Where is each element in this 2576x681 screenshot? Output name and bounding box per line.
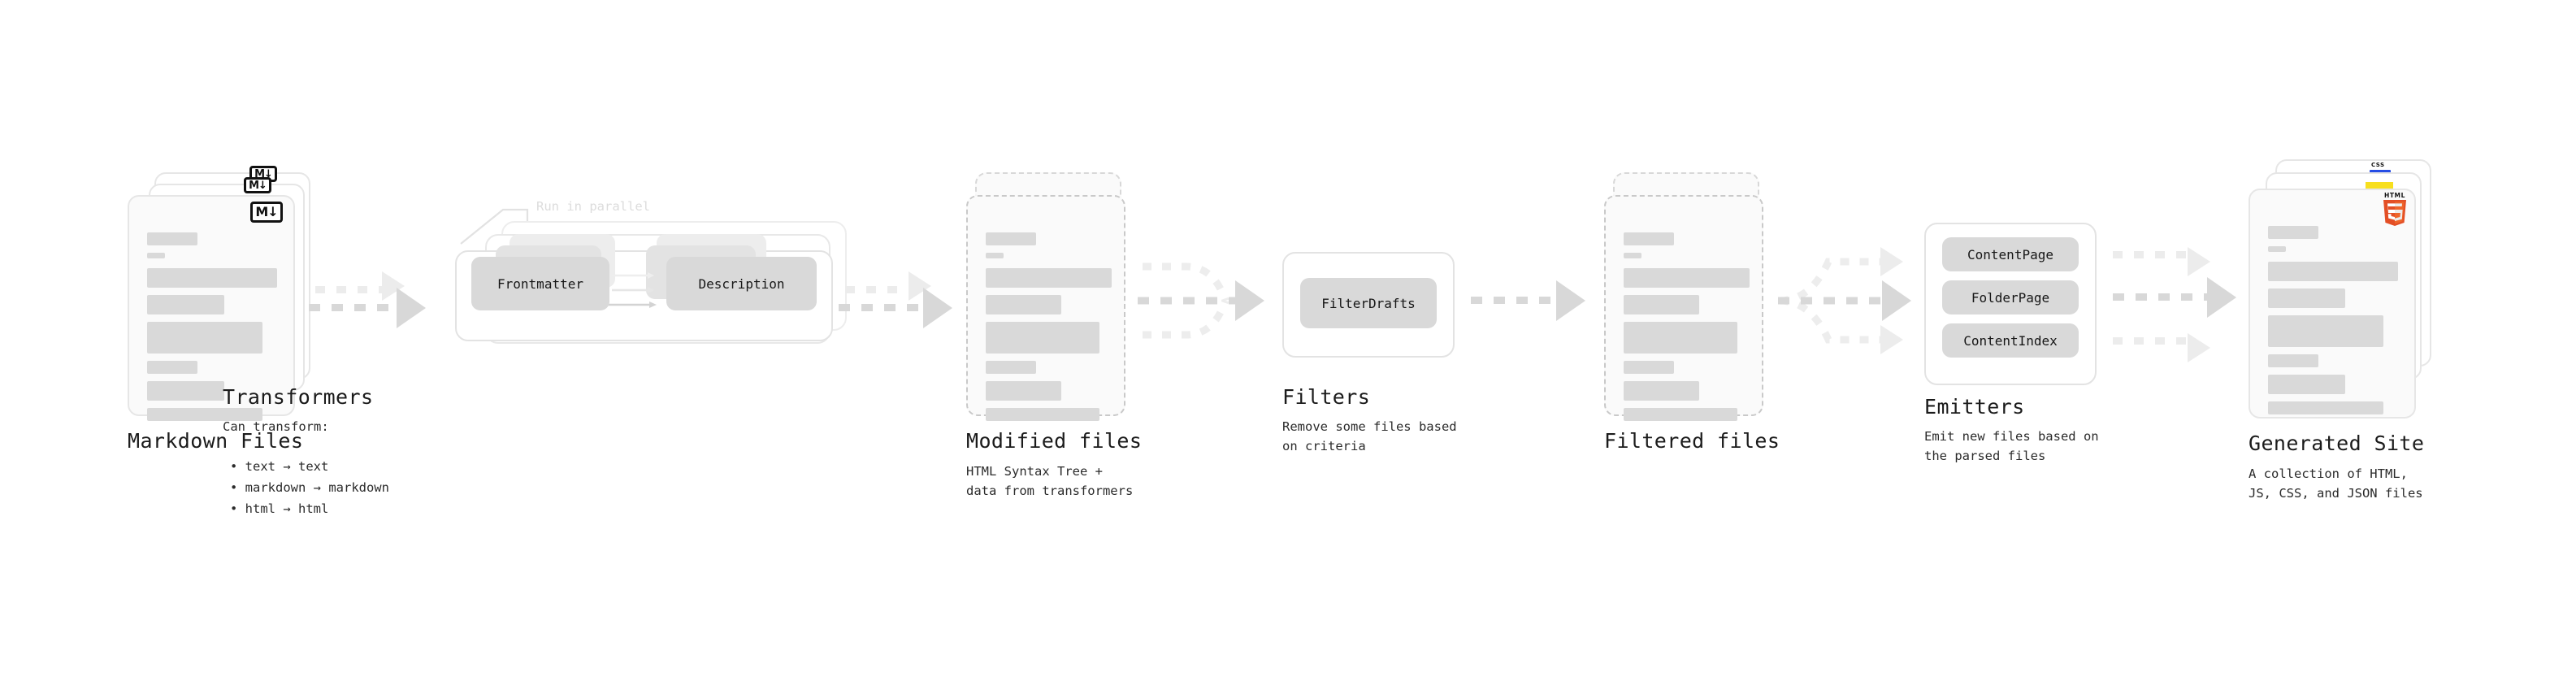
run-in-parallel-label: Run in parallel: [536, 199, 650, 214]
emitter-node-contentindex[interactable]: ContentIndex: [1942, 323, 2079, 358]
markdown-skeleton-bars: [147, 232, 277, 428]
filtered-skeleton-bars: [1624, 232, 1750, 428]
transformer-node-frontmatter[interactable]: Frontmatter: [471, 257, 609, 310]
transformers-title: Transformers: [223, 385, 374, 409]
modified-files-title: Modified files: [966, 429, 1143, 453]
modified-files-description: HTML Syntax Tree + data from transformer…: [966, 464, 1134, 499]
filtered-file-card-front: [1604, 195, 1763, 421]
transformers-bullet-1: • markdown → markdown: [230, 480, 389, 496]
site-file-card-html: [2249, 189, 2416, 419]
bullet-dot: •: [230, 480, 245, 496]
markdown-icon-mid: M↓: [244, 177, 271, 193]
markdown-files-title: Markdown Files: [128, 429, 304, 453]
html5-icon: HTML: [2381, 192, 2409, 226]
generated-site-skeleton-bars: [2268, 226, 2398, 422]
filter-node-filterdrafts[interactable]: FilterDrafts: [1300, 278, 1437, 328]
generated-site-description: A collection of HTML, JS, CSS, and JSON …: [2249, 466, 2423, 501]
modified-skeleton-bars: [986, 232, 1112, 428]
filtered-files-title: Filtered files: [1604, 429, 1780, 453]
html5-icon-wordmark: HTML: [2383, 192, 2406, 199]
filters-description: Remove some files based on criteria: [1282, 419, 1457, 454]
emitters-description: Emit new files based on the parsed files: [1924, 429, 2099, 464]
markdown-icon: M↓: [250, 202, 283, 223]
generated-site-title: Generated Site: [2249, 432, 2425, 455]
markdown-file-card-front: [128, 195, 295, 421]
emitter-node-contentpage[interactable]: ContentPage: [1942, 237, 2079, 271]
transformers-description: Can transform:: [223, 419, 329, 434]
transformers-bullet-0: • text → text: [230, 459, 329, 475]
emitters-title: Emitters: [1924, 395, 2025, 419]
bullet-dot: •: [230, 459, 245, 475]
transformer-node-description[interactable]: Description: [666, 257, 817, 310]
bullet-dot: •: [230, 501, 245, 517]
filters-title: Filters: [1282, 385, 1371, 409]
css3-icon-label: CSS: [2371, 162, 2385, 168]
emitter-node-folderpage[interactable]: FolderPage: [1942, 280, 2079, 314]
transformers-bullet-2: • html → html: [230, 501, 329, 517]
modified-file-card-front: [966, 195, 1125, 421]
